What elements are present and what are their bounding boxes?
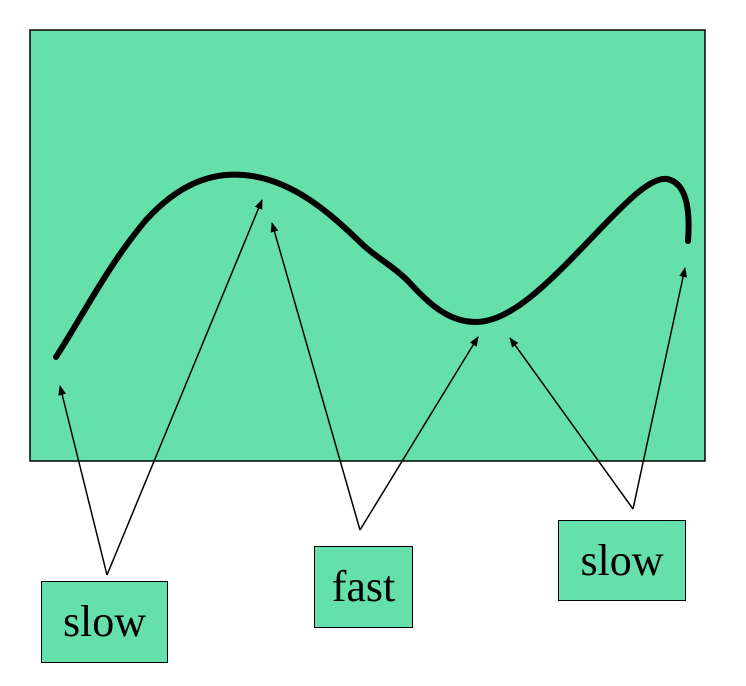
- fast-label-text: fast: [331, 562, 396, 611]
- arrow-slow-peak: [106, 199, 263, 576]
- slow-label-left-text: slow: [62, 597, 147, 646]
- arrow-fast-valley: [359, 336, 479, 531]
- slow-label-right-text: slow: [580, 535, 664, 585]
- arrow-slow-valley: [509, 337, 634, 510]
- slow-label-left: slow: [41, 581, 168, 663]
- slow-label-right: slow: [558, 520, 686, 601]
- arrow-fast-descent: [270, 222, 361, 531]
- arrow-slow-start: [58, 385, 108, 576]
- arrow-slow-end: [632, 267, 688, 510]
- fast-label: fast: [314, 546, 413, 628]
- trajectory-curve: [53, 171, 692, 360]
